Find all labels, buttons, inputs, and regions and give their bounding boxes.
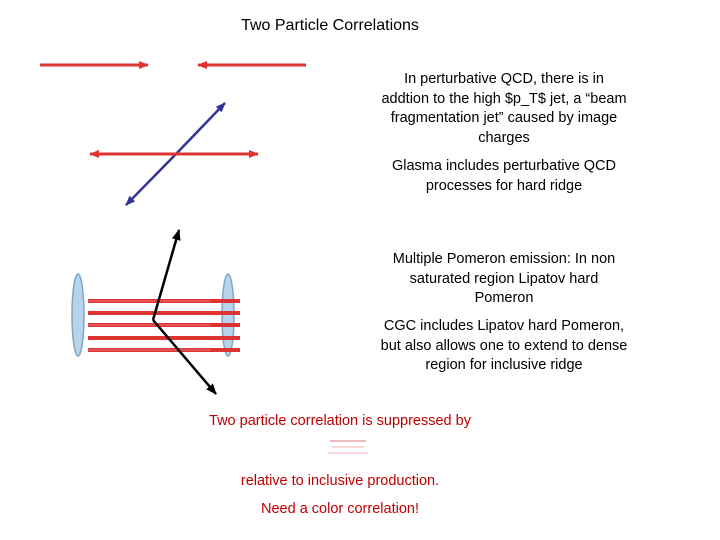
left-nucleus-disk <box>71 273 85 357</box>
flux-tubes <box>88 299 240 352</box>
blue-jet-up-arrow <box>175 102 226 155</box>
cgc-text: CGC includes Lipatov hard Pomeron, but a… <box>380 318 628 373</box>
black-jet-down-arrow <box>152 319 217 395</box>
formula-image <box>328 440 368 454</box>
perturbative-qcd-text: In perturbative QCD, there is in addtion… <box>381 71 627 146</box>
black-jet-up-arrow <box>151 229 181 321</box>
color-correlation-text: Need a color correlation! <box>261 501 419 517</box>
multiple-pomeron-text: Multiple Pomeron emission: In non satura… <box>392 251 616 306</box>
blue-jet-down-arrow <box>125 153 177 206</box>
suppressed-text: Two particle correlation is suppressed b… <box>209 413 471 429</box>
relative-text: relative to inclusive production. <box>240 473 440 489</box>
page-title: Two Particle Correlations <box>241 17 419 34</box>
glasma-text: Glasma includes perturbative QCD process… <box>391 158 617 194</box>
